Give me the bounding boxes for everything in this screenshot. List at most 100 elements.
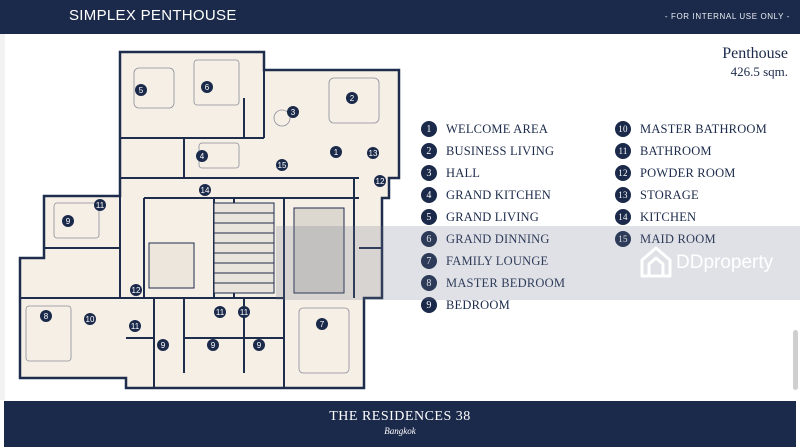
svg-text:6: 6 — [205, 83, 210, 92]
svg-text:11: 11 — [96, 201, 105, 210]
room-marker-9b: 9 — [157, 339, 169, 351]
svg-text:7: 7 — [320, 320, 325, 329]
watermark-text: DDproperty — [676, 252, 774, 273]
legend-item: 15 MAID ROOM — [615, 228, 767, 250]
room-marker-12a: 12 — [130, 284, 142, 296]
legend-number: 1 — [421, 121, 437, 137]
svg-text:9: 9 — [211, 341, 216, 350]
svg-text:1: 1 — [334, 148, 339, 157]
legend-label: BATHROOM — [640, 143, 712, 158]
legend-label: MAID ROOM — [640, 231, 716, 246]
svg-text:11: 11 — [216, 308, 225, 317]
legend-label: MASTER BEDROOM — [446, 275, 566, 290]
room-marker-11c: 11 — [214, 306, 226, 318]
internal-use-note: - FOR INTERNAL USE ONLY - — [664, 12, 790, 21]
room-marker-2: 2 — [346, 92, 358, 104]
room-marker-13: 13 — [367, 147, 379, 159]
legend-number: 7 — [421, 253, 437, 269]
room-marker-7: 7 — [316, 318, 328, 330]
room-marker-11b: 11 — [129, 320, 141, 332]
brand-city: Bangkok — [384, 426, 416, 436]
room-marker-1: 1 — [330, 146, 342, 158]
room-marker-5: 5 — [135, 84, 147, 96]
legend-label: BUSINESS LIVING — [446, 143, 555, 158]
legend-label: KITCHEN — [640, 209, 697, 224]
legend-label: POWDER ROOM — [640, 165, 736, 180]
room-marker-9c: 9 — [207, 339, 219, 351]
legend-number: 13 — [615, 187, 631, 203]
svg-text:11: 11 — [240, 308, 249, 317]
svg-text:5: 5 — [139, 86, 144, 95]
page-title: SIMPLEX PENTHOUSE — [69, 7, 237, 24]
room-marker-6: 6 — [201, 81, 213, 93]
svg-text:4: 4 — [200, 152, 205, 161]
legend-item: 7 FAMILY LOUNGE — [421, 250, 565, 272]
interior-walls — [20, 70, 382, 388]
legend-item: 11 BATHROOM — [615, 140, 767, 162]
svg-text:8: 8 — [44, 312, 49, 321]
legend-item: 9 BEDROOM — [421, 294, 565, 316]
legend-item: 8 MASTER BEDROOM — [421, 272, 565, 294]
room-marker-15: 15 — [276, 159, 288, 171]
svg-text:13: 13 — [369, 149, 378, 158]
room-marker-3: 3 — [287, 106, 299, 118]
legend-number: 2 — [421, 143, 437, 159]
legend-item: 3 HALL — [421, 162, 565, 184]
legend-label: BEDROOM — [446, 297, 510, 312]
legend-label: MASTER BATHROOM — [640, 121, 767, 136]
legend-number: 15 — [615, 231, 631, 247]
room-marker-9d: 9 — [253, 339, 265, 351]
legend-item: 4 GRAND KITCHEN — [421, 184, 565, 206]
legend-number: 11 — [615, 143, 631, 159]
svg-text:9: 9 — [161, 341, 166, 350]
room-marker-11d: 11 — [238, 306, 250, 318]
furniture — [25, 59, 380, 374]
svg-text:15: 15 — [278, 161, 287, 170]
unit-area: 426.5 sqm. — [730, 64, 788, 79]
room-marker-11a: 11 — [94, 199, 106, 211]
svg-text:9: 9 — [257, 341, 262, 350]
floor-plan: 1 2 3 4 5 6 7 8 9 9 9 9 10 11 11 11 11 1… — [18, 50, 401, 390]
svg-text:9: 9 — [66, 217, 71, 226]
svg-text:12: 12 — [132, 286, 141, 295]
legend-label: GRAND LIVING — [446, 209, 540, 224]
room-marker-4: 4 — [196, 150, 208, 162]
legend-label: STORAGE — [640, 187, 699, 202]
room-marker-9a: 9 — [62, 215, 74, 227]
legend-label: WELCOME AREA — [446, 121, 549, 136]
legend-label: GRAND KITCHEN — [446, 187, 552, 202]
legend-number: 9 — [421, 297, 437, 313]
legend-number: 14 — [615, 209, 631, 225]
scrollbar-thumb[interactable] — [793, 330, 798, 390]
legend-item: 6 GRAND DINNING — [421, 228, 565, 250]
legend-item: 14 KITCHEN — [615, 206, 767, 228]
left-edge — [0, 34, 5, 400]
legend-label: FAMILY LOUNGE — [446, 253, 549, 268]
room-marker-12b: 12 — [374, 175, 386, 187]
legend-number: 8 — [421, 275, 437, 291]
ddproperty-logo-icon — [640, 246, 672, 278]
svg-text:10: 10 — [86, 315, 95, 324]
room-marker-10: 10 — [84, 313, 96, 325]
legend-label: HALL — [446, 165, 481, 180]
legend-item: 10 MASTER BATHROOM — [615, 118, 767, 140]
room-markers: 1 2 3 4 5 6 7 8 9 9 9 9 10 11 11 11 11 1… — [40, 81, 386, 351]
svg-text:2: 2 — [350, 94, 355, 103]
legend-item: 1 WELCOME AREA — [421, 118, 565, 140]
legend-item: 13 STORAGE — [615, 184, 767, 206]
legend-number: 6 — [421, 231, 437, 247]
unit-name: Penthouse — [722, 45, 788, 62]
legend-number: 10 — [615, 121, 631, 137]
header-bar: SIMPLEX PENTHOUSE - FOR INTERNAL USE ONL… — [0, 0, 800, 34]
legend-number: 4 — [421, 187, 437, 203]
legend-number: 3 — [421, 165, 437, 181]
svg-text:11: 11 — [131, 322, 140, 331]
legend-label: GRAND DINNING — [446, 231, 550, 246]
footer-bar: THE RESIDENCES 38 Bangkok — [4, 401, 796, 447]
unit-heading: Penthouse 426.5 sqm. — [722, 45, 788, 80]
room-marker-14: 14 — [199, 184, 211, 196]
